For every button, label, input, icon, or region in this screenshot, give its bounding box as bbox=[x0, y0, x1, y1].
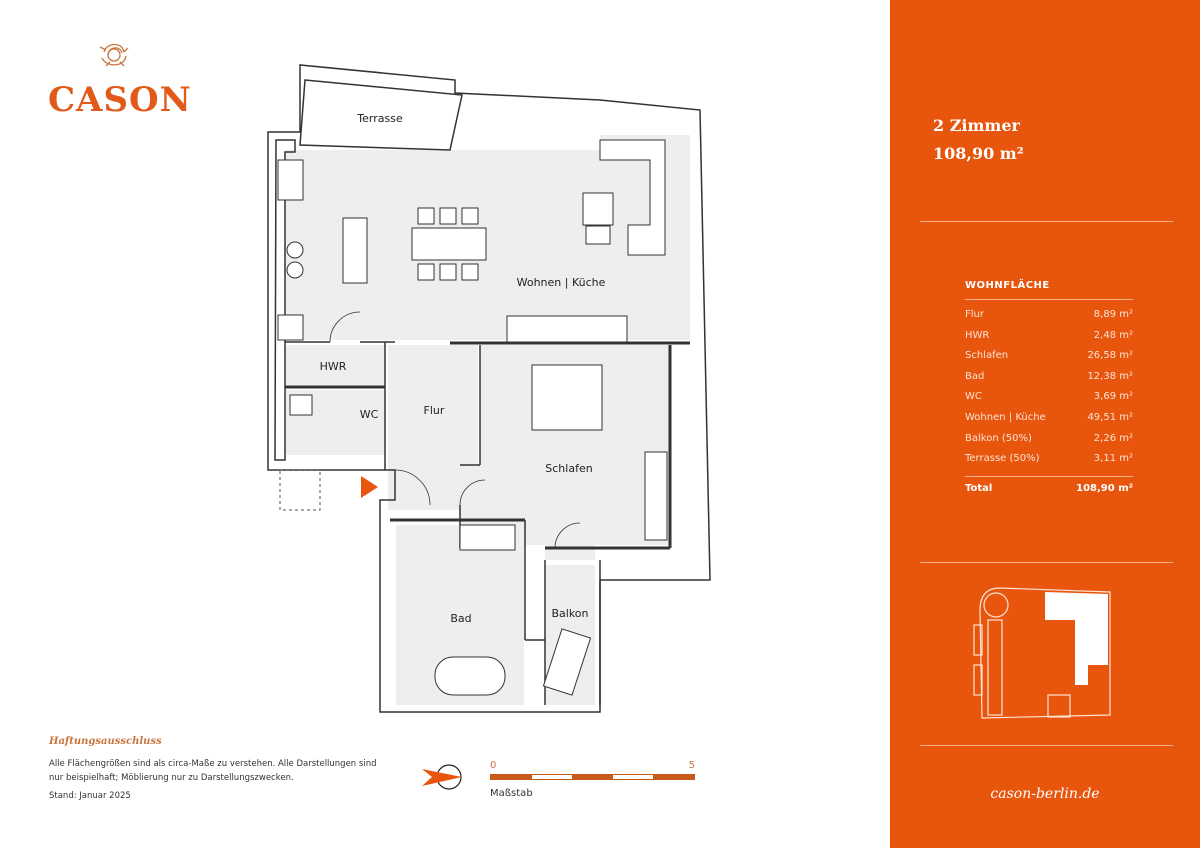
room-label-wohnen: Wohnen | Küche bbox=[517, 276, 606, 289]
area-total-row: Total 108,90 m² bbox=[965, 475, 1133, 494]
area-row-name: HWR bbox=[965, 329, 990, 341]
area-row-name: Wohnen | Küche bbox=[965, 411, 1046, 423]
room-label-flur: Flur bbox=[424, 404, 445, 417]
area-row-value: 3,69 m² bbox=[1093, 391, 1133, 403]
area-row: HWR 2,48 m² bbox=[965, 326, 1133, 347]
area-row-name: Bad bbox=[965, 370, 985, 382]
area-row: Wohnen | Küche 49,51 m² bbox=[965, 408, 1133, 429]
area-row-value: 49,51 m² bbox=[1087, 411, 1133, 423]
area-row: Bad 12,38 m² bbox=[965, 367, 1133, 388]
disclaimer-title: Haftungsausschluss bbox=[49, 736, 162, 747]
area-table-title: WOHNFLÄCHE bbox=[965, 280, 1133, 300]
disclaimer-date: Stand: Januar 2025 bbox=[49, 791, 131, 801]
area-row-name: Schlafen bbox=[965, 350, 1009, 362]
area-row-value: 2,48 m² bbox=[1093, 329, 1133, 341]
brand-name: CASON bbox=[48, 80, 192, 120]
scale-min: 0 bbox=[490, 760, 497, 771]
area-row-value: 8,89 m² bbox=[1093, 309, 1133, 320]
floor-plan: Terrasse Wohnen | Küche HWR WC Flur Schl… bbox=[267, 64, 711, 713]
total-area: 108,90 m² bbox=[933, 144, 1024, 163]
rose-icon bbox=[99, 43, 129, 67]
scale-label: Maßstab bbox=[490, 788, 533, 799]
area-row-value: 2,26 m² bbox=[1093, 432, 1133, 444]
area-row-value: 3,11 m² bbox=[1093, 453, 1133, 465]
area-row-name: Terrasse (50%) bbox=[965, 453, 1040, 465]
room-label-hwr: HWR bbox=[320, 360, 347, 373]
room-label-wc: WC bbox=[360, 408, 379, 421]
room-label-schlafen: Schlafen bbox=[545, 462, 592, 475]
room-label-balkon: Balkon bbox=[551, 607, 588, 620]
area-row: WC 3,69 m² bbox=[965, 387, 1133, 408]
area-row-name: Flur bbox=[965, 309, 984, 320]
building-keyplan bbox=[973, 587, 1111, 719]
scale-max: 5 bbox=[688, 760, 695, 771]
walls bbox=[267, 64, 711, 713]
disclaimer-text: Alle Flächengrößen sind als circa-Maße z… bbox=[49, 759, 377, 783]
rooms-count: 2 Zimmer bbox=[933, 116, 1020, 135]
room-label-terrasse: Terrasse bbox=[356, 112, 403, 125]
area-row-value: 12,38 m² bbox=[1087, 370, 1133, 382]
total-label: Total bbox=[965, 482, 993, 494]
area-table: WOHNFLÄCHE Flur 8,89 m² HWR 2,48 m² Schlafen… bbox=[965, 280, 1133, 494]
furniture bbox=[277, 139, 668, 696]
area-row-value: 26,58 m² bbox=[1087, 350, 1133, 362]
total-value: 108,90 m² bbox=[1076, 482, 1133, 494]
area-row: Schlafen 26,58 m² bbox=[965, 346, 1133, 367]
area-row: Terrasse (50%) 3,11 m² bbox=[965, 449, 1133, 470]
info-sidebar: 2 Zimmer 108,90 m² WOHNFLÄCHE Flur 8,89 m… bbox=[890, 0, 1200, 848]
disclaimer: Haftungsausschluss Alle Flächengrößen si… bbox=[49, 735, 389, 803]
area-row-name: Balkon (50%) bbox=[965, 432, 1032, 444]
area-row-name: WC bbox=[965, 391, 982, 403]
area-row: Balkon (50%) 2,26 m² bbox=[965, 429, 1133, 450]
room-label-bad: Bad bbox=[450, 612, 471, 625]
scale-bar: 0 5 Maßstab bbox=[490, 760, 695, 799]
area-row: Flur 8,89 m² bbox=[965, 305, 1133, 326]
brand-logo: CASON bbox=[48, 38, 192, 120]
website-link[interactable]: cason-berlin.de bbox=[990, 786, 1100, 802]
north-arrow-icon bbox=[422, 764, 462, 790]
entrance-marker-icon bbox=[361, 476, 378, 498]
